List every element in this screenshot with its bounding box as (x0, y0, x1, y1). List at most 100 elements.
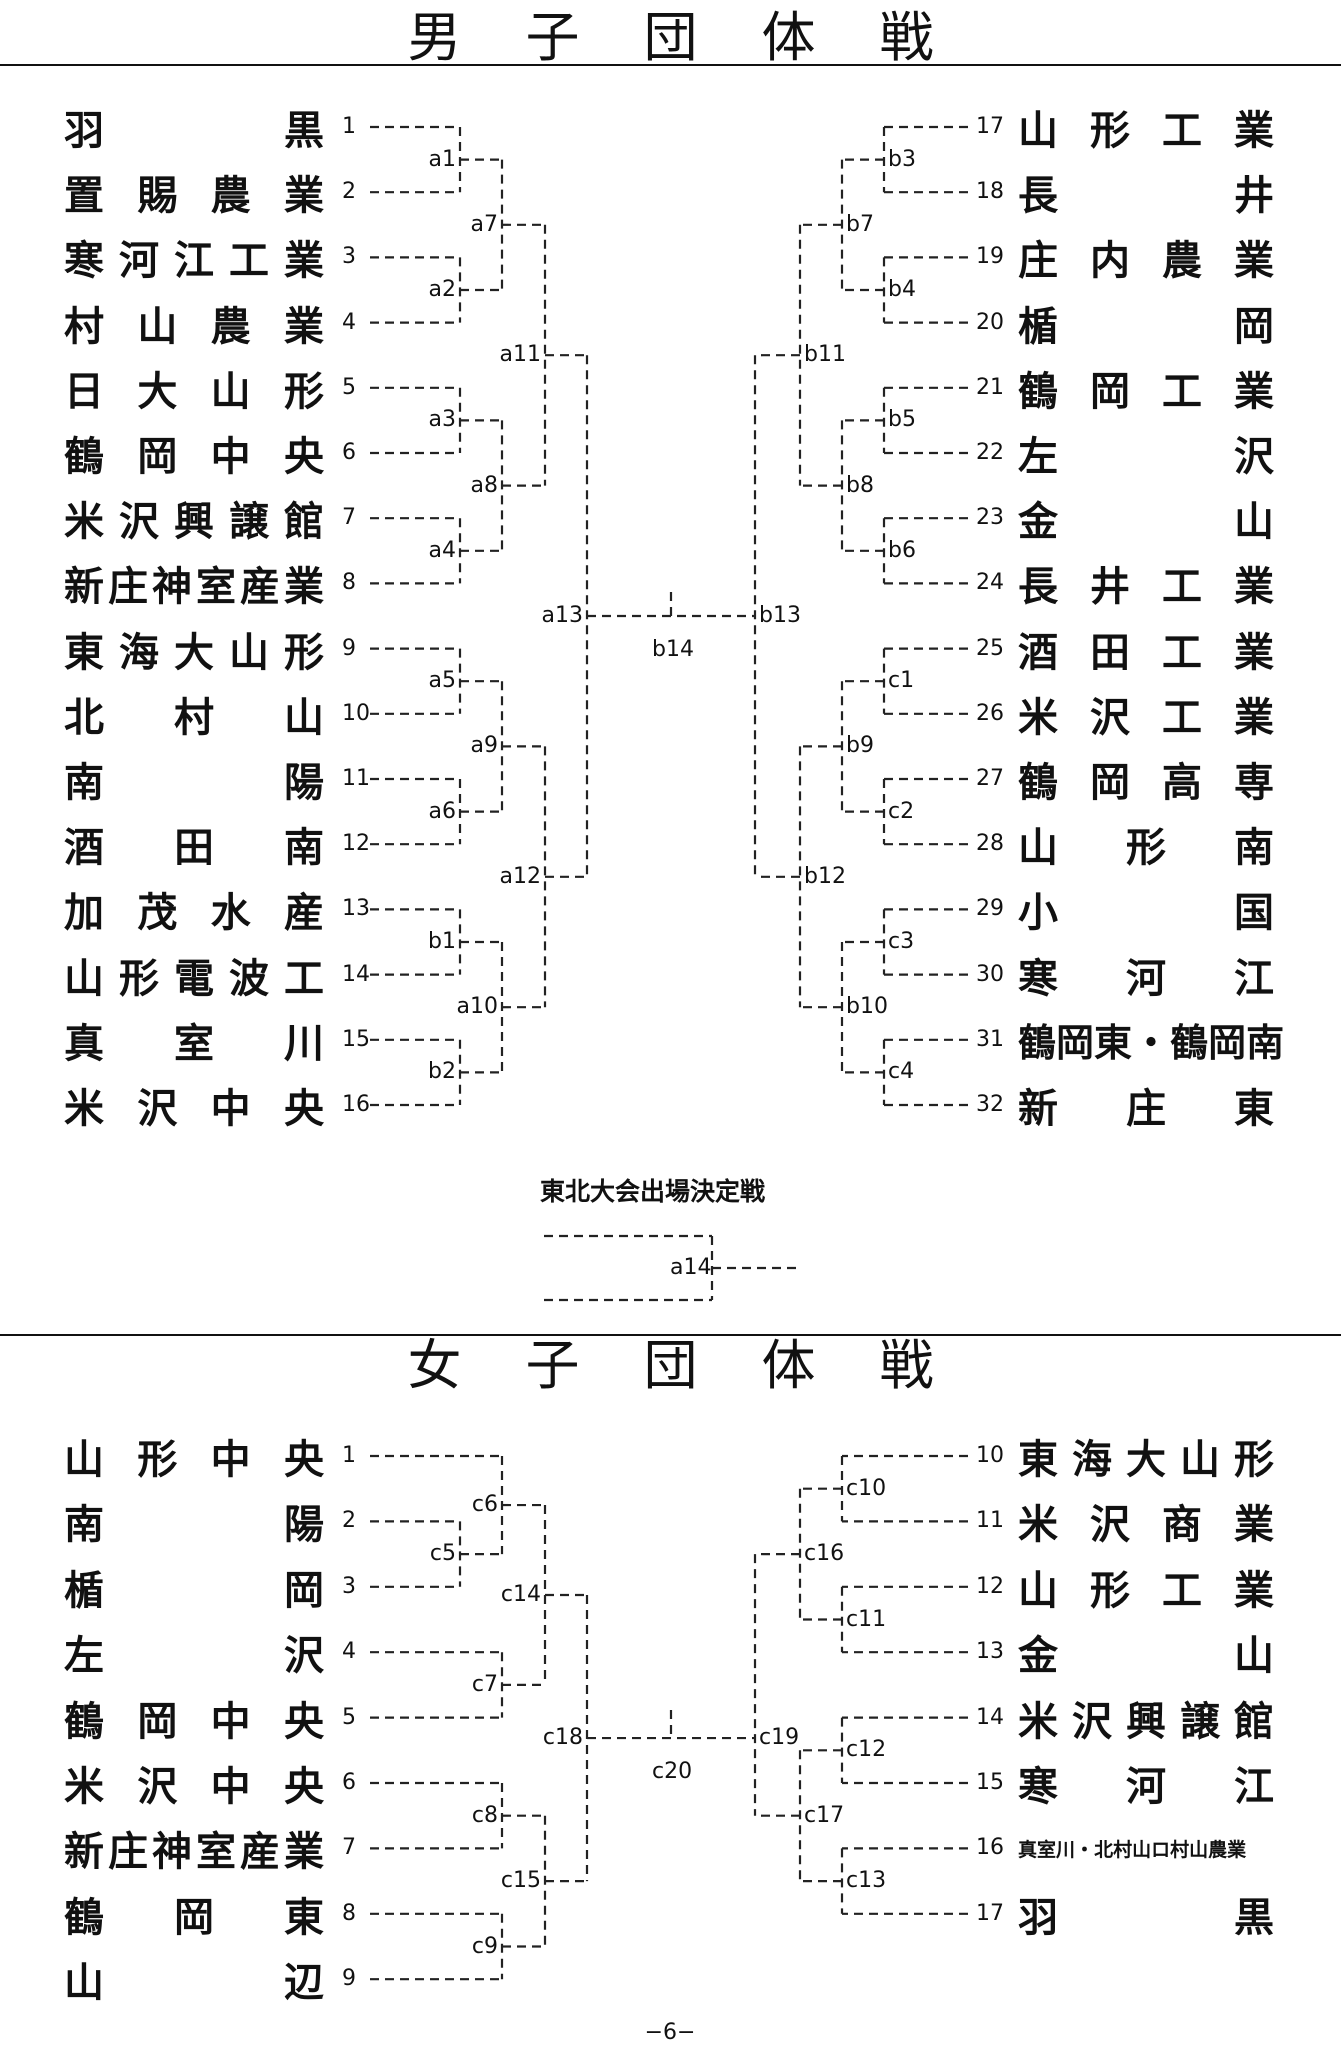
seed-number: 18 (976, 179, 1004, 205)
seed-number: 29 (976, 896, 1004, 922)
seed-number: 28 (976, 831, 1004, 857)
seed-number: 26 (976, 700, 1004, 726)
team-row-left: 南陽 (64, 1502, 324, 1549)
seed-number: 12 (342, 831, 370, 857)
seed-number: 5 (342, 374, 356, 400)
match-label: b11 (804, 342, 846, 368)
team-row-right: 新庄東 (1018, 1086, 1274, 1132)
seed-number: 11 (342, 766, 370, 791)
team-row-right: 酒田工業 (1018, 629, 1274, 676)
seed-number: 14 (342, 961, 370, 987)
match-label: c7 (471, 1671, 498, 1697)
match-label: b10 (846, 994, 888, 1020)
seed-number: 16 (342, 1092, 370, 1117)
match-label: c9 (471, 1933, 498, 1959)
seed-number: 8 (342, 1900, 356, 1926)
team-row-left: 鶴岡東 (64, 1894, 324, 1941)
match-label: c13 (846, 1868, 887, 1894)
match-label: b14 (652, 637, 694, 662)
seed-number: 31 (976, 1026, 1004, 1052)
playoff-title: 東北大会出場決定戦 (540, 1177, 766, 1206)
seed-number: 22 (976, 440, 1004, 465)
match-label: c1 (888, 668, 915, 694)
seed-number: 14 (976, 1704, 1004, 1730)
seed-number: 4 (342, 309, 356, 335)
match-label: c12 (846, 1737, 887, 1763)
boys-title-rule (0, 64, 1341, 66)
seed-number: 32 (976, 1092, 1004, 1117)
team-row-right: 山形南 (1018, 825, 1274, 872)
match-label: c11 (846, 1606, 887, 1632)
match-label: a4 (428, 537, 456, 563)
seed-number: 24 (976, 570, 1004, 596)
match-label: b7 (846, 211, 874, 237)
seed-number: 27 (976, 766, 1004, 791)
team-row-left: 左沢 (64, 1633, 324, 1680)
seed-number: 2 (342, 1508, 356, 1534)
match-label: c2 (888, 798, 915, 824)
team-row-left: 寒河江工業 (64, 238, 324, 285)
match-label: c5 (429, 1541, 456, 1567)
match-label: c20 (652, 1759, 693, 1785)
team-row-right: 金山 (1018, 1633, 1274, 1680)
team-row-left: 日大山形 (64, 368, 324, 415)
seed-number: 13 (976, 1639, 1004, 1665)
team-row-right: 鶴岡高専 (1018, 760, 1274, 806)
match-label: a1 (428, 146, 456, 172)
seed-number: 7 (342, 505, 356, 531)
team-row-left: 真室川 (64, 1020, 324, 1067)
team-row-right: 寒河江 (1018, 955, 1274, 1002)
seed-number: 10 (976, 1443, 1004, 1468)
seed-number: 1 (342, 114, 356, 139)
team-row-right: 楯岡 (1018, 303, 1274, 350)
team-row-right: 寒河江 (1018, 1764, 1274, 1810)
seed-number: 17 (976, 1900, 1004, 1926)
match-label: c14 (500, 1581, 541, 1607)
match-label: b6 (888, 537, 916, 563)
seed-number: 30 (976, 961, 1004, 987)
team-row-left: 山形電波工 (64, 955, 324, 1002)
seed-number: 1 (342, 1443, 356, 1468)
seed-number: 3 (342, 1573, 356, 1599)
match-label: a7 (470, 211, 498, 237)
match-label: c4 (888, 1059, 915, 1085)
seed-number: 6 (342, 440, 356, 465)
team-row-right: 金山 (1018, 499, 1274, 546)
boys-team-title: 男子団体戦 (407, 6, 934, 69)
seed-number: 16 (976, 1835, 1004, 1861)
team-row-left: 山形中央 (64, 1437, 324, 1483)
match-label: b8 (846, 472, 874, 498)
team-row-left: 羽黒 (64, 108, 324, 154)
seed-number: 9 (342, 635, 356, 661)
match-label: a5 (428, 668, 456, 694)
match-label: c8 (471, 1802, 498, 1828)
seed-number: 13 (342, 896, 370, 922)
team-row-left: 新庄神室産業 (64, 1829, 324, 1876)
team-row-right: 庄内農業 (1018, 238, 1274, 285)
seed-number: 19 (976, 244, 1004, 270)
team-row-left: 米沢中央 (64, 1764, 324, 1810)
match-label: a14 (670, 1255, 712, 1280)
seed-number: 20 (976, 309, 1004, 335)
team-row-right: 米沢工業 (1018, 694, 1274, 741)
team-row-right: 真室川・北村山ロ村山農業 (1018, 1838, 1247, 1861)
seed-number: 17 (976, 114, 1004, 139)
match-label: c3 (888, 929, 915, 954)
match-label: a2 (428, 277, 456, 302)
team-row-left: 米沢興譲館 (64, 499, 324, 546)
match-label: b2 (428, 1059, 456, 1085)
team-row-left: 米沢中央 (64, 1086, 324, 1132)
team-row-right: 鶴岡東・鶴岡南 (1018, 1021, 1285, 1066)
team-row-left: 東海大山形 (64, 629, 324, 676)
match-label: c10 (846, 1475, 887, 1501)
team-row-right: 鶴岡工業 (1018, 368, 1274, 415)
match-label: a9 (470, 733, 498, 759)
team-row-left: 加茂水産 (64, 890, 324, 937)
girls-team-title: 女子団体戦 (407, 1334, 934, 1397)
match-label: a3 (428, 407, 456, 433)
match-label: c17 (804, 1802, 845, 1828)
match-label: a12 (499, 863, 541, 889)
seed-number: 23 (976, 505, 1004, 531)
